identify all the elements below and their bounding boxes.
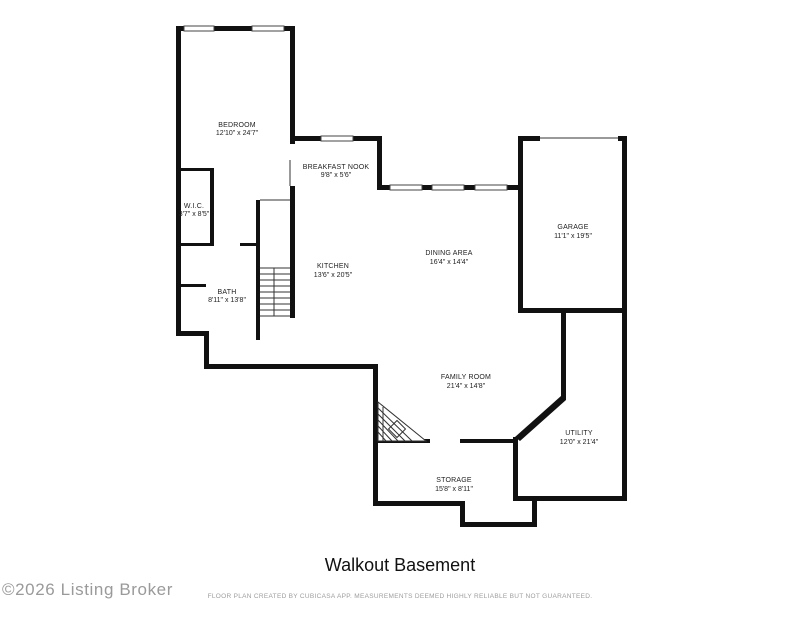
room-dims-wic: 3'7" x 8'5" — [179, 211, 210, 218]
room-dims-bath: 8'11" x 13'8" — [208, 297, 246, 304]
room-name-family-room: FAMILY ROOM — [441, 374, 491, 381]
room-name-garage: GARAGE — [557, 224, 588, 231]
broker-watermark: ©2026 Listing Broker — [2, 580, 174, 599]
room-name-bedroom: BEDROOM — [218, 122, 256, 129]
stairs — [260, 267, 428, 442]
room-name-storage: STORAGE — [436, 477, 472, 484]
room-dims-kitchen: 13'6" x 20'5" — [314, 272, 353, 279]
room-name-bath: BATH — [218, 289, 237, 296]
room-dims-utility: 12'0" x 21'4" — [560, 439, 599, 446]
room-labels: BEDROOM 12'10" x 24'7" W.I.C. 3'7" x 8'5… — [179, 122, 599, 493]
room-name-utility: UTILITY — [565, 430, 593, 437]
room-name-dining-area: DINING AREA — [425, 250, 472, 257]
room-name-breakfast-nook: BREAKFAST NOOK — [303, 164, 370, 171]
room-dims-storage: 15'8" x 8'11" — [435, 486, 473, 493]
room-dims-family-room: 21'4" x 14'8" — [447, 383, 486, 390]
disclaimer-text: FLOOR PLAN CREATED BY CUBICASA APP. MEAS… — [207, 593, 593, 600]
room-name-wic: W.I.C. — [184, 203, 204, 210]
openings — [289, 136, 618, 443]
room-dims-dining-area: 16'4" x 14'4" — [430, 259, 469, 266]
windows — [183, 25, 508, 191]
room-dims-garage: 11'1" x 19'5" — [554, 233, 592, 240]
interior-walls — [176, 168, 295, 340]
room-dims-breakfast-nook: 9'8" x 5'6" — [321, 172, 352, 179]
plan-title: Walkout Basement — [324, 555, 476, 575]
room-dims-bedroom: 12'10" x 24'7" — [216, 130, 259, 137]
room-name-kitchen: KITCHEN — [317, 263, 349, 270]
exterior-walls — [176, 26, 627, 527]
